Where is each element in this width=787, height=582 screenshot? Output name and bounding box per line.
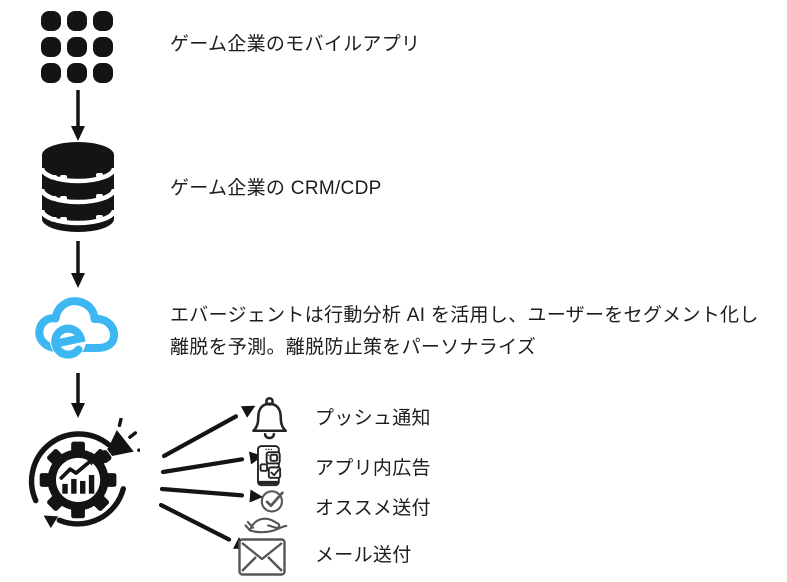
automation-gear-megaphone-icon — [22, 418, 140, 536]
bell-icon — [247, 396, 292, 441]
channel-label-email: メール送付 — [315, 545, 412, 566]
hand-check-icon — [242, 487, 296, 535]
step-label-evergent: エバージェントは行動分析 AI を活用し、ユーザーをセグメント化し 離脱を予測。… — [170, 300, 759, 364]
database-icon — [40, 142, 116, 232]
channel-label-recommendation: オススメ送付 — [315, 498, 431, 519]
megaphone-glyph — [98, 418, 140, 464]
evergent-text-line1: エバージェントは行動分析 AI を活用し、ユーザーをセグメント化し — [170, 305, 759, 326]
envelope-icon — [238, 538, 286, 576]
bar-chart-glyph — [62, 475, 95, 494]
evergent-text-line2: 離脱を予測。離脱防止策をパーソナライズ — [170, 337, 537, 358]
down-arrow-icon — [66, 240, 90, 288]
channel-label-in-app-ad: アプリ内広告 — [315, 458, 431, 479]
step-label-mobile-app: ゲーム企業のモバイルアプリ — [170, 34, 421, 55]
step-label-crm-cdp: ゲーム企業の CRM/CDP — [170, 178, 382, 199]
down-arrow-icon — [66, 372, 90, 418]
down-arrow-icon — [66, 89, 90, 141]
app-grid-icon — [40, 10, 114, 84]
evergent-cloud-icon — [30, 284, 126, 370]
smartphone-ad-icon — [251, 443, 291, 490]
channel-label-push: プッシュ通知 — [315, 408, 431, 429]
